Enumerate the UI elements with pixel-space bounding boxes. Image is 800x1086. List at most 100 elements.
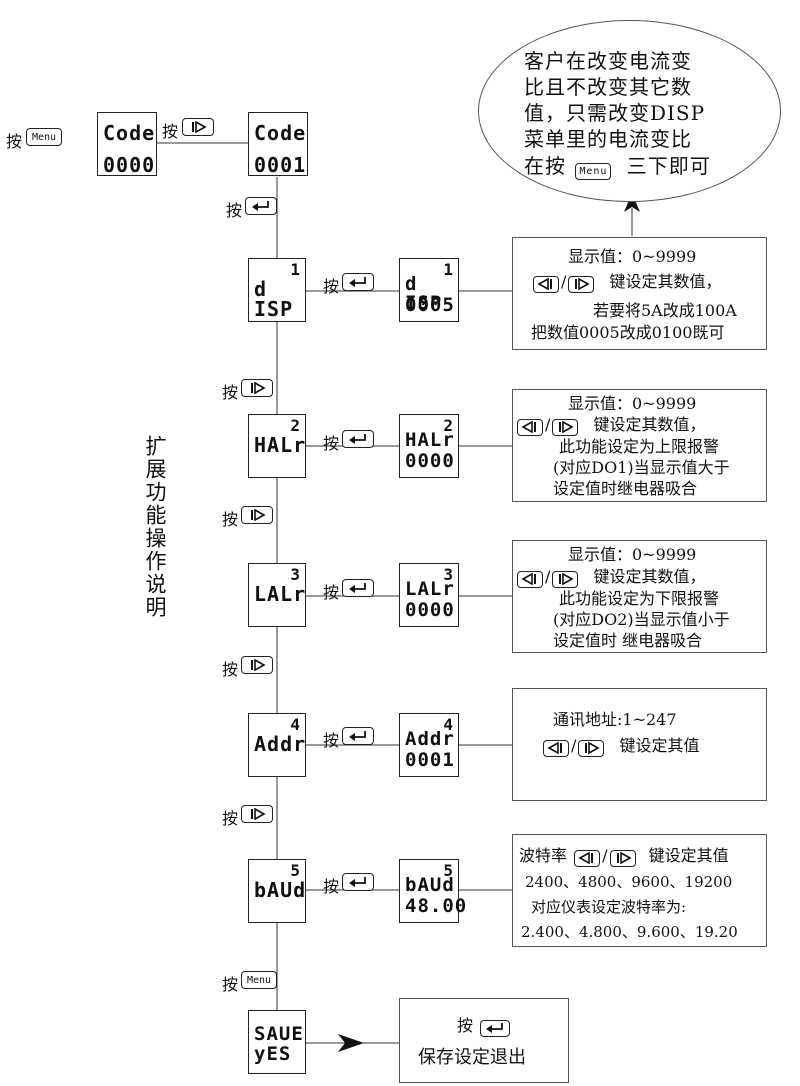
lcd-lalr-value: 3 LALr 0000 [399,563,459,627]
press-label: 按 [222,510,239,529]
lcd-save: SAUE yES [248,1010,306,1074]
enter-key[interactable] [480,1019,511,1037]
left-key[interactable] [517,418,543,436]
note-text: 键设定其数值， [609,272,722,291]
lcd-addr-index: 4 [290,715,300,734]
note-line: 显示值：0~9999 [568,545,697,564]
bubble-line: 值，只需改变DISP [524,101,706,125]
right-key[interactable] [241,506,273,524]
lcd-lalr-index: 3 [290,565,300,584]
bubble-line: 客户在改变电流变 [524,49,692,73]
press-label: 按 [222,383,239,402]
enter-key[interactable] [245,197,277,215]
lcd-addr-label: Addr [405,728,455,750]
note-line: 2.400、4.800、9.600、19.20 [521,923,738,941]
left-key[interactable] [543,739,569,757]
bubble-text: 三下即可 [626,154,711,178]
lcd-code-label: Code [254,121,307,145]
bubble-line: 在按 Menu 三下即可 [524,150,711,180]
note-line: 对应仪表设定波特率为: [531,898,687,916]
enter-arrow-icon [486,1023,504,1033]
lcd-lalr-index: 3 [443,565,453,584]
right-arrow-icon [616,852,632,864]
note-line: / 键设定其数值， [515,566,706,588]
menu-key-label: Menu [31,131,57,143]
lcd-disp-label: d ISP [254,277,294,321]
left-key[interactable] [574,849,601,867]
note-line: 通讯地址:1~247 [553,710,677,729]
right-key[interactable] [568,275,595,293]
right-arrow-icon [251,659,266,671]
enter-arrow-icon [349,731,366,741]
lcd-addr-value: 4 Addr 0001 [399,713,459,777]
info-bubble: 客户在改变电流变 比且不改变其它数 值，只需改变DISP 菜单里的电流变比 在按… [478,20,781,202]
menu-key[interactable]: Menu [575,163,612,180]
enter-key[interactable] [342,430,374,448]
lcd-halr-number: 0000 [405,450,455,472]
lcd-code-input: Code 0000 [97,112,157,176]
right-arrow-icon [585,742,601,754]
lcd-halr-label: HALr [405,429,455,451]
enter-arrow-icon [349,277,366,287]
enter-key[interactable] [342,273,374,291]
lcd-lalr-number: 0000 [405,599,455,621]
lcd-baud-label: bAUd [254,878,307,902]
lcd-disp-index: 1 [443,260,453,279]
arrow-to-save-note [338,1034,364,1052]
note-text: 键设定其数值， [593,567,706,586]
note-text: 波特率 [519,846,568,865]
enter-arrow-icon [252,201,269,211]
lcd-lalr: 3 LALr [248,563,306,627]
enter-key[interactable] [342,727,374,745]
enter-key[interactable] [342,579,374,597]
press-label: 按 [222,975,239,994]
note-baud: 波特率 / 键设定其值 2400、4800、9600、19200 对应仪表设定波… [512,834,767,947]
right-key[interactable] [609,849,636,867]
right-key[interactable] [182,118,214,136]
right-key[interactable] [552,418,579,436]
lcd-halr: 2 HALr [248,414,306,478]
press-label: 按 [323,731,340,750]
press-label: 按 [222,809,239,828]
enter-key[interactable] [342,873,374,891]
left-arrow-icon [547,742,562,754]
right-arrow-icon [251,382,266,394]
menu-key-label: Menu [579,166,608,177]
lcd-addr: 4 Addr [248,713,306,777]
note-line: 设定值时 继电器吸合 [553,631,703,650]
press-label: 按 [226,201,243,220]
right-key[interactable] [241,805,273,823]
left-key[interactable] [517,570,543,588]
lcd-addr-number: 0001 [405,749,455,771]
bubble-text: 在按 [524,154,566,178]
note-disp: 显示值：0~9999 / 键设定其数值， 若要将5A改成100A 把数值0005… [512,237,767,350]
note-line: 显示值：0~9999 [568,394,697,413]
right-key[interactable] [241,379,273,397]
lcd-baud: 5 bAUd [248,859,306,923]
press-label: 按 [162,122,179,141]
note-line: 此功能设定为上限报警 [559,437,720,456]
lcd-disp-index: 1 [290,260,300,279]
lcd-disp: 1 d ISP [248,258,306,322]
note-line: (对应DO1)当显示值大于 [553,458,730,477]
lcd-disp-label: d ISP [405,273,443,314]
right-key[interactable] [578,739,605,757]
note-lalr: 显示值：0~9999 / 键设定其数值， 此功能设定为下限报警 (对应DO2)当… [512,540,767,653]
lcd-addr-label: Addr [254,732,307,756]
lcd-disp-value: 1 d ISP 0005 [399,258,459,322]
right-key[interactable] [241,656,273,674]
lcd-lalr-label: LALr [405,578,455,600]
right-key[interactable] [552,570,579,588]
lcd-baud-label: bAUd [405,874,455,896]
right-arrow-icon [575,278,591,290]
note-line: 设定值时继电器吸合 [553,479,698,498]
arrow-to-bubble [624,193,640,212]
lcd-save-line1: SAUE [254,1023,304,1045]
left-key[interactable] [533,275,559,293]
press-label: 按 [323,277,340,296]
right-arrow-icon [192,121,207,133]
enter-arrow-icon [349,434,366,444]
menu-key[interactable]: Menu [26,128,62,146]
menu-key[interactable]: Menu [241,971,277,989]
lcd-lalr-label: LALr [254,582,307,606]
